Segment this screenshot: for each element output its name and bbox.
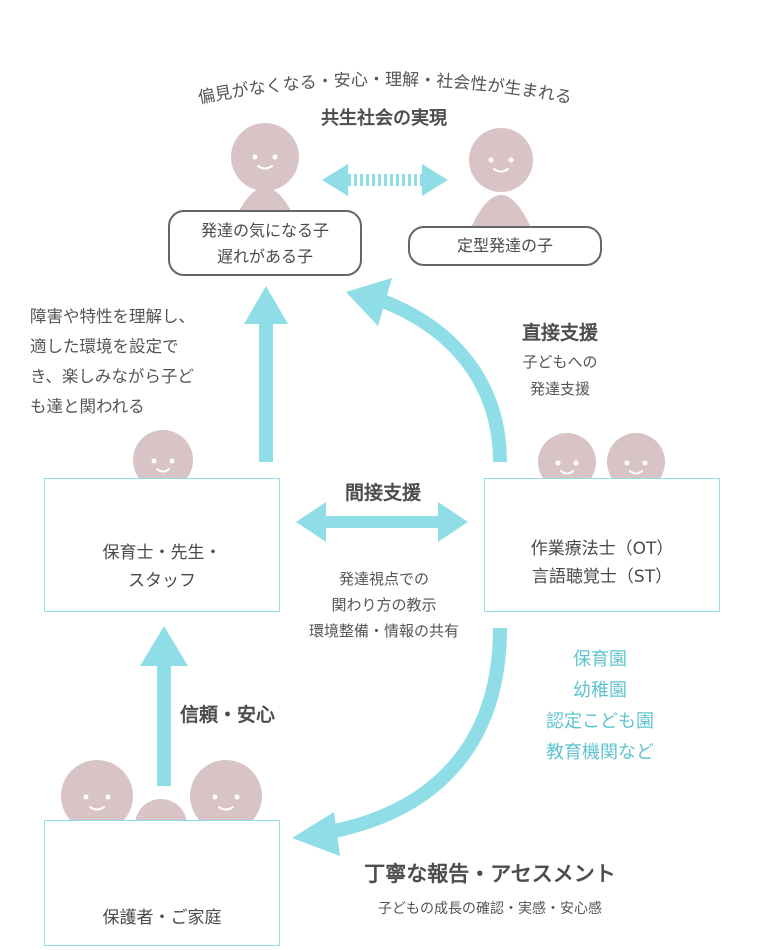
institution-item: 認定こども園 xyxy=(546,711,654,732)
therapist-box-line1: 作業療法士（OT） xyxy=(530,539,674,559)
report-title: 丁寧な報告・アセスメント xyxy=(364,862,616,886)
trust-label: 信頼・安心 xyxy=(180,704,276,726)
up-arrow-staff-to-child-icon xyxy=(244,286,288,462)
direct-support: 直接支援 子どもへの 発達支援 xyxy=(500,318,620,399)
direct-support-line2: 発達支援 xyxy=(529,380,590,398)
indirect-support-lines: 発達視点での 関わり方の教示 環境整備・情報の共有 xyxy=(284,566,484,644)
child-right-label: 定型発達の子 xyxy=(408,226,602,266)
indirect-support-line: 発達視点での xyxy=(338,570,429,588)
left-note-line: き、楽しみながら子ど xyxy=(30,367,194,386)
curved-arrow-report-icon xyxy=(292,627,507,856)
arc-caption: 偏見がなくなる・安心・理解・社会性が生まれる xyxy=(196,70,573,109)
institution-item: 保育園 xyxy=(573,649,627,670)
person-figure-icon xyxy=(469,128,533,230)
child-left-line2: 遅れがある子 xyxy=(216,247,313,266)
left-note-line: も達と関われる xyxy=(30,397,145,416)
institutions-list: 保育園 幼稚園 認定こども園 教育機関など xyxy=(518,644,682,768)
child-left-label: 発達の気になる子 遅れがある子 xyxy=(168,210,362,276)
indirect-support-line: 環境整備・情報の共有 xyxy=(308,622,459,640)
therapist-box: 作業療法士（OT） 言語聴覚士（ST） xyxy=(484,478,720,612)
report-subtitle: 子どもの成長の確認・実感・安心感 xyxy=(378,901,602,917)
staff-box-line2: スタッフ xyxy=(128,571,196,591)
indirect-support-title: 間接支援 xyxy=(344,482,421,504)
institution-item: 幼稚園 xyxy=(573,680,627,701)
child-left-line1: 発達の気になる子 xyxy=(200,221,329,240)
double-arrow-indirect-icon xyxy=(296,502,468,542)
left-note-line: 適した環境を設定で xyxy=(30,337,179,356)
curved-arrow-direct-support-icon xyxy=(346,278,507,463)
direct-support-title: 直接支援 xyxy=(521,322,598,344)
staff-box-line1: 保育士・先生・ xyxy=(102,543,222,563)
direct-support-line1: 子どもへの xyxy=(522,353,598,371)
left-note-line: 障害や特性を理解し、 xyxy=(30,307,195,326)
therapist-box-line2: 言語聴覚士（ST） xyxy=(531,567,673,587)
indirect-support-line: 関わり方の教示 xyxy=(331,596,437,614)
up-arrow-family-to-staff-icon xyxy=(140,626,188,786)
staff-box: 保育士・先生・ スタッフ xyxy=(44,478,280,612)
family-box: 保護者・ご家庭 xyxy=(44,820,280,946)
left-note: 障害や特性を理解し、 適した環境を設定で き、楽しみながら子ど も達と関われる xyxy=(30,302,195,422)
family-box-label: 保護者・ご家庭 xyxy=(102,908,222,928)
page-title: 共生社会の実現 xyxy=(321,108,447,129)
institution-item: 教育機関など xyxy=(546,742,654,763)
dotted-double-arrow-icon xyxy=(322,164,448,196)
